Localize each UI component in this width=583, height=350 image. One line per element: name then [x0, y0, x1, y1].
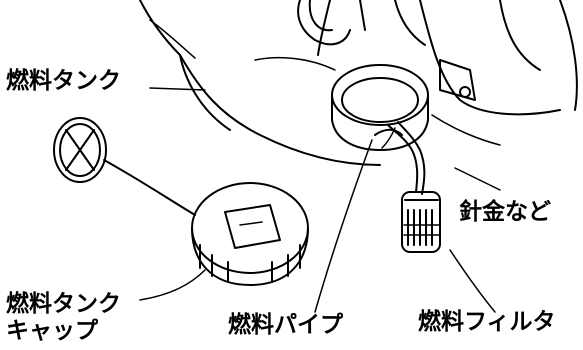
leader-fuel-pipe: [314, 139, 373, 313]
leader-fuel-filter: [449, 249, 496, 313]
fuel-pipe-hose: [374, 114, 501, 195]
label-fuel-tank-cap-line1: 燃料タンク: [6, 291, 121, 317]
leader-fuel-tank: [149, 87, 206, 91]
label-fuel-tank-cap-line2: キャップ: [6, 318, 98, 344]
leader-wire: [454, 167, 501, 191]
label-fuel-tank: 燃料タンク: [6, 68, 121, 94]
fuel-tank-cap: [53, 117, 309, 286]
filler-neck: [331, 64, 429, 151]
label-wire: 針金など: [459, 199, 551, 225]
label-fuel-filter: 燃料フィルタ: [418, 309, 556, 335]
fuel-tank-body: [139, 0, 578, 166]
leader-fuel-cap: [139, 269, 206, 301]
label-fuel-pipe: 燃料パイプ: [228, 312, 343, 338]
label-fuel-tank-cap: 燃料タンク キャップ: [6, 291, 121, 345]
fuel-filter: [401, 191, 441, 253]
leader-lines: [139, 87, 501, 313]
